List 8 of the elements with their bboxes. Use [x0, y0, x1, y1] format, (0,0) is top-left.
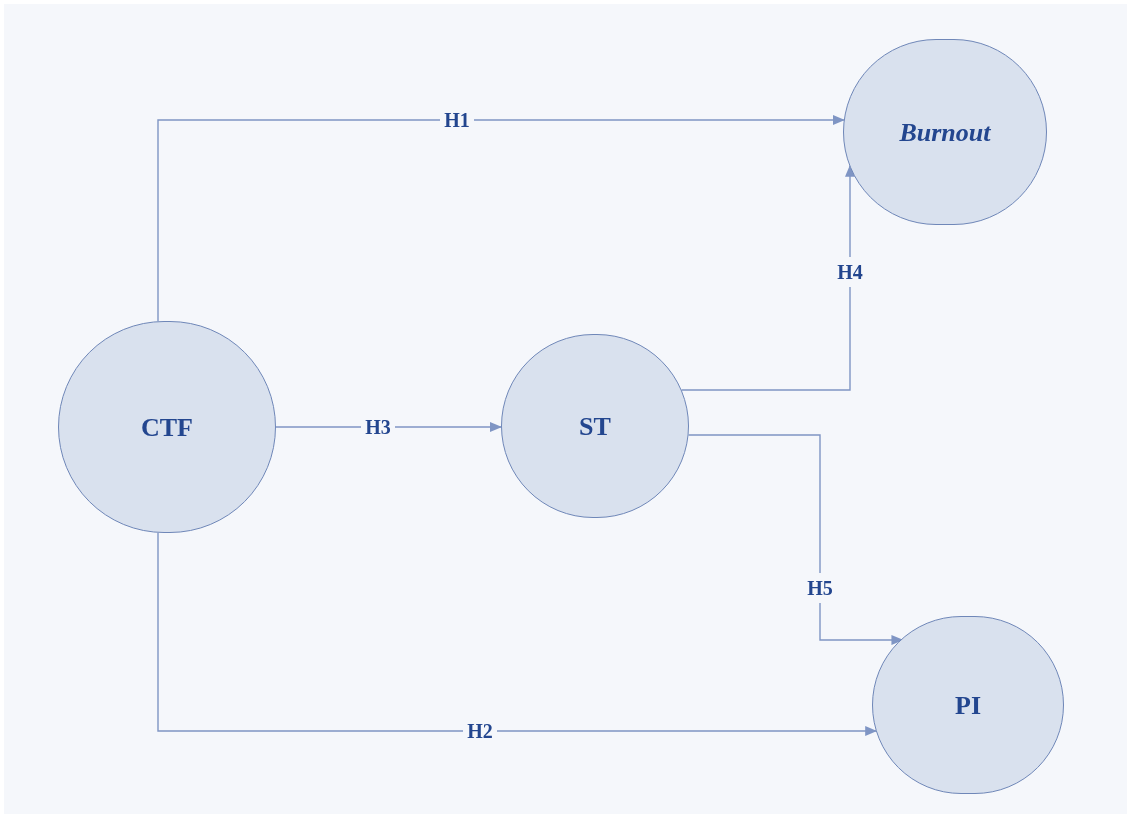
node-label: PI [955, 689, 981, 722]
arrow [157, 531, 878, 736]
arrow [687, 434, 904, 645]
node-label: Burnout [899, 116, 991, 149]
node-label: ST [579, 410, 611, 443]
arrow [680, 164, 855, 391]
arrow [157, 115, 845, 323]
node-label: CTF [141, 411, 193, 444]
